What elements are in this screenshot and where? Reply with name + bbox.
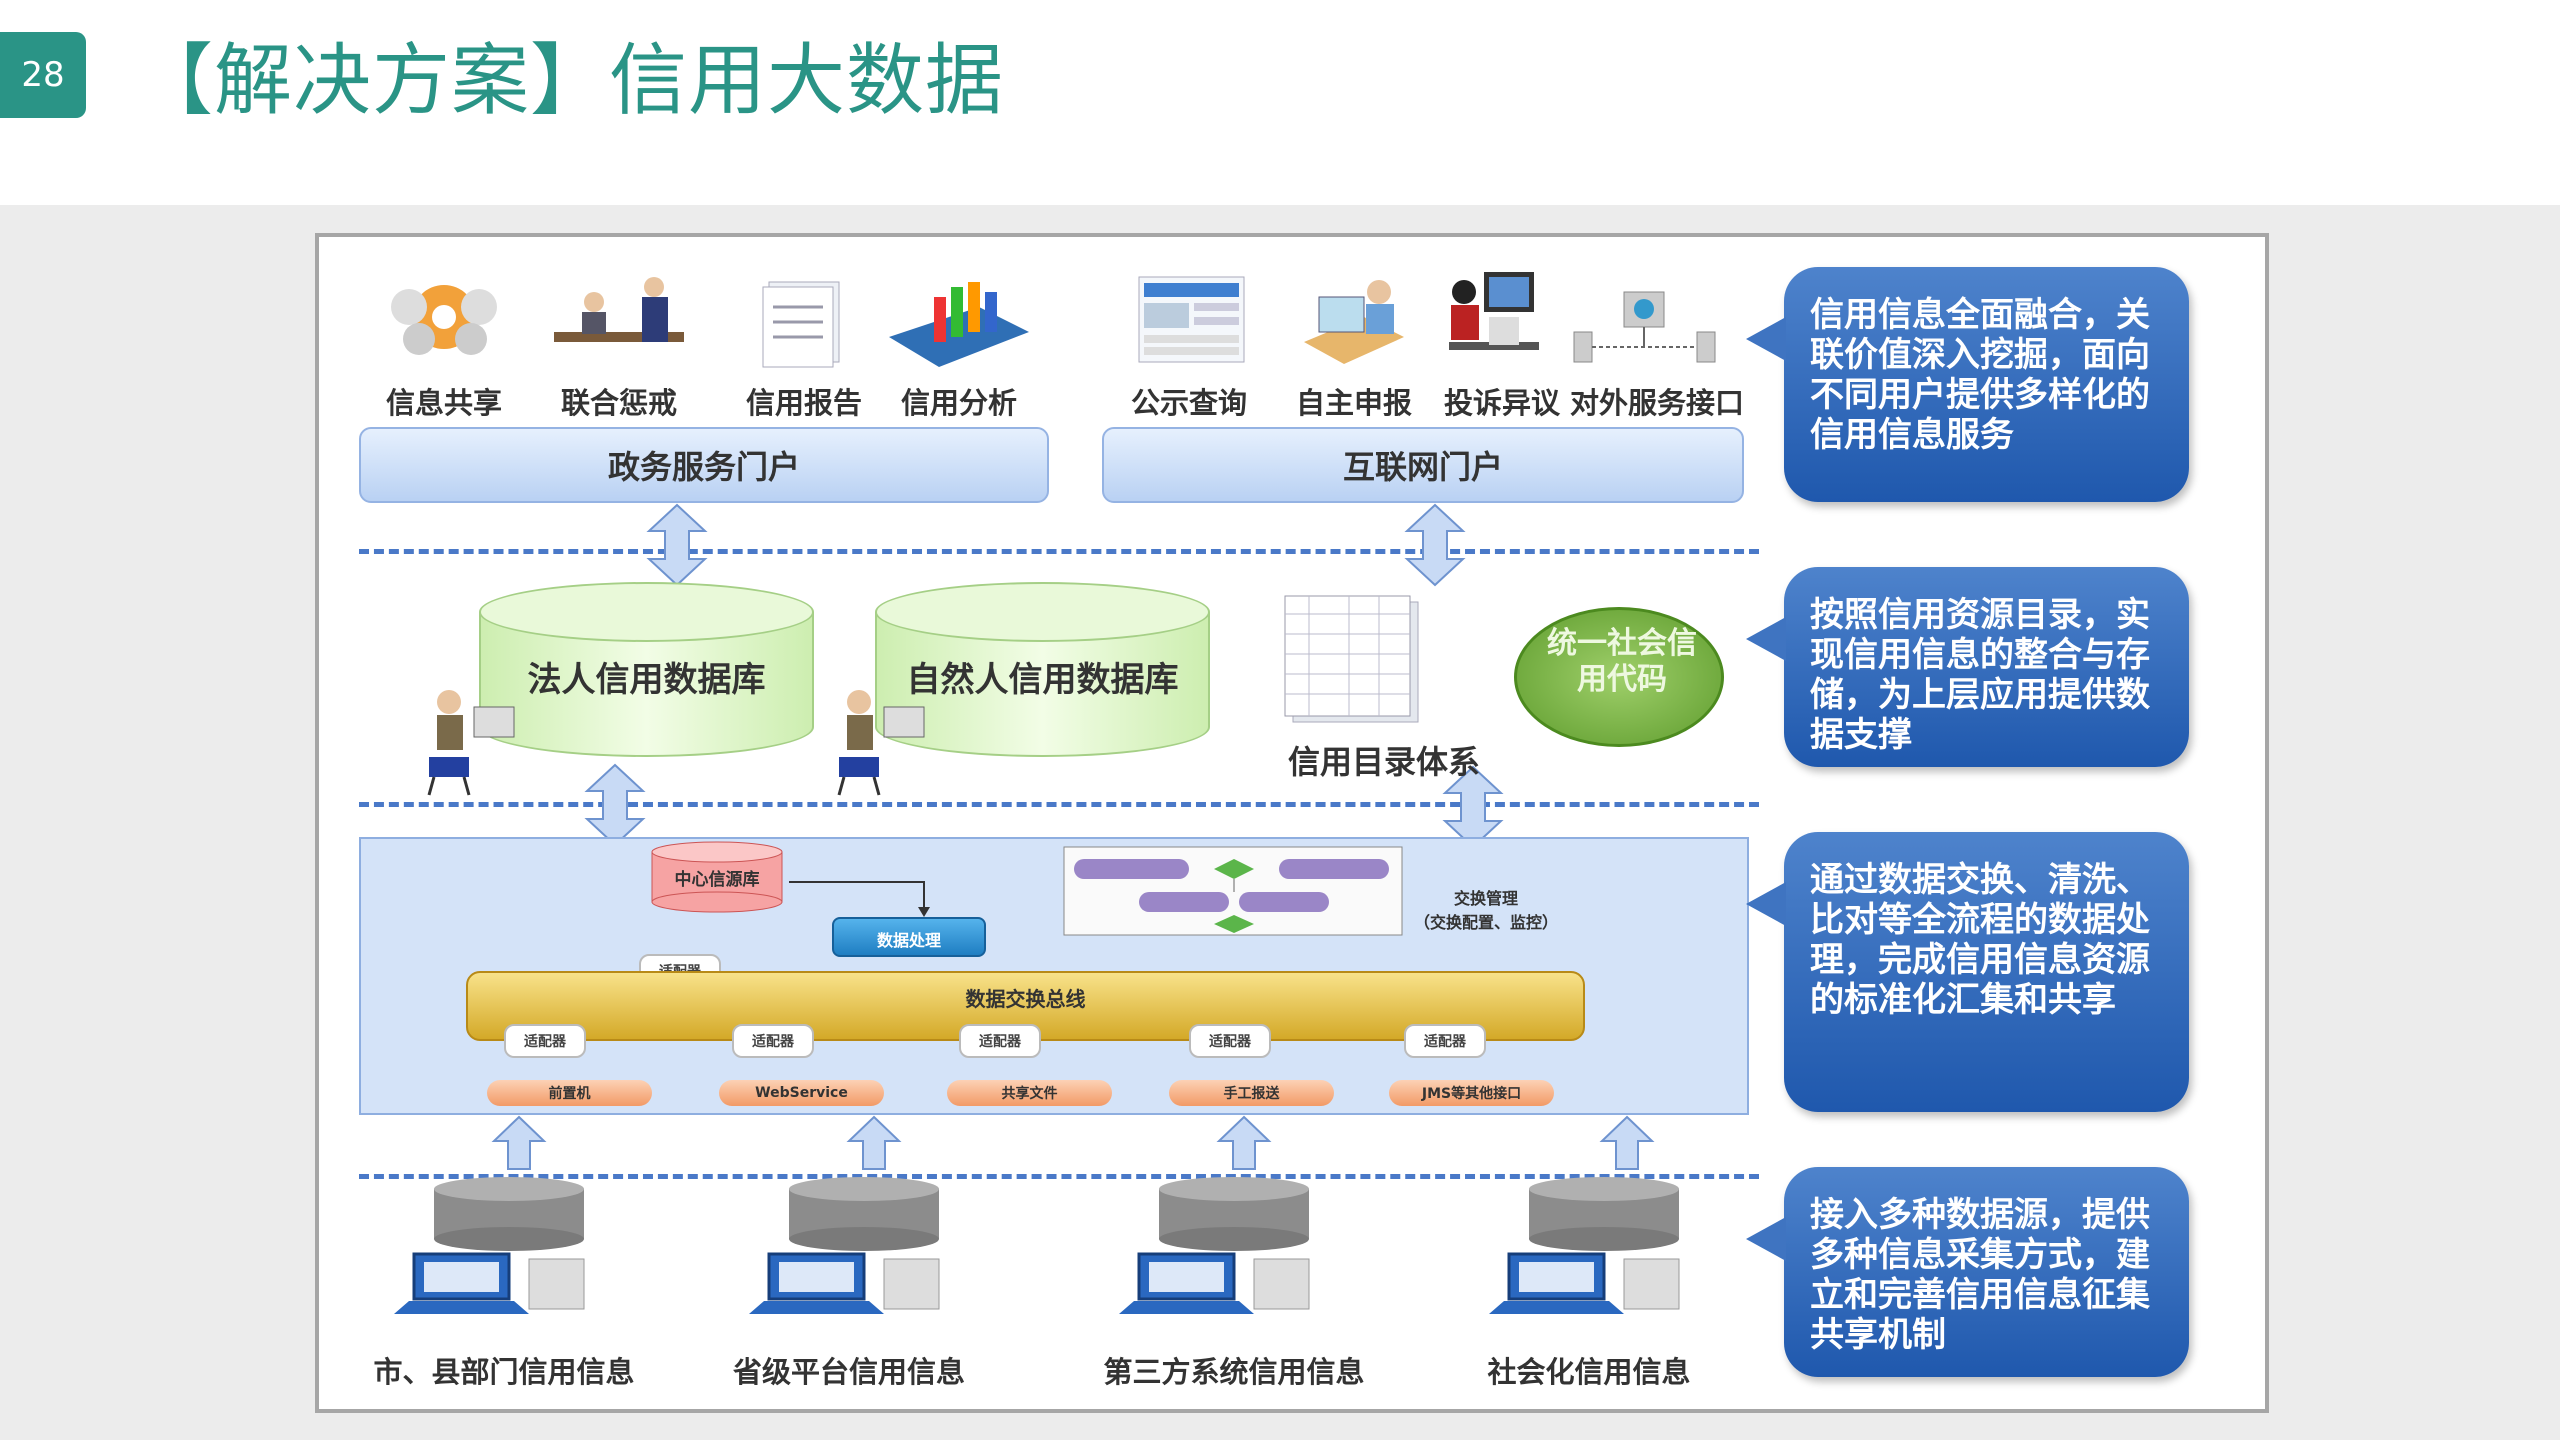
icon-label: 信用报告 <box>745 386 862 420</box>
web-page-icon <box>1138 276 1245 363</box>
bus-label: 数据交换总线 <box>965 987 1086 1011</box>
callout-storage-layer: 按照信用资源目录，实现信用信息的整合与存储，为上层应用提供数据支撑 <box>1746 567 2189 767</box>
layer-divider <box>359 1174 1759 1179</box>
center-database-icon <box>651 841 783 913</box>
user-laptop-icon <box>1304 280 1404 364</box>
source-interface: 共享文件 <box>947 1080 1112 1106</box>
database-label: 法人信用数据库 <box>527 660 766 700</box>
icon-label: 信息共享 <box>385 386 502 420</box>
bar-chart-3d-icon <box>889 282 1029 367</box>
source-label: 市、县部门信用信息 <box>373 1355 635 1389</box>
icon-label: 公示查询 <box>1130 386 1247 420</box>
operator-at-computer-icon <box>427 690 515 796</box>
network-interface-icon <box>1573 291 1716 363</box>
up-arrow-icon <box>1216 1115 1272 1170</box>
source-label: 社会化信用信息 <box>1487 1355 1691 1389</box>
up-arrow-icon <box>846 1115 902 1170</box>
exchange-management-flow <box>1063 846 1403 936</box>
double-arrow-icon <box>1404 503 1466 587</box>
gear-cluster-icon <box>391 285 497 355</box>
server-workstation-icon <box>394 1177 585 1314</box>
database-label: 自然人信用数据库 <box>906 660 1179 700</box>
double-arrow-icon <box>646 503 708 587</box>
data-processing-box: 数据处理 <box>832 917 986 957</box>
meeting-people-icon <box>554 277 684 342</box>
callout-exchange-layer: 通过数据交换、清洗、比对等全流程的数据处理，完成信用信息资源的标准化汇集和共享 <box>1746 832 2189 1112</box>
layer-divider <box>359 549 1759 554</box>
internet-portal: 互联网门户 <box>1102 427 1744 503</box>
catalog-label: 信用目录体系 <box>1287 743 1480 781</box>
source-interface: 前置机 <box>487 1080 652 1106</box>
exchange-management-sub: （交换配置、监控） <box>1414 913 1559 932</box>
adapter: 适配器 <box>504 1024 586 1058</box>
adapter: 适配器 <box>732 1024 814 1058</box>
layer-divider <box>359 802 1759 807</box>
page-number-badge: 28 <box>0 32 86 118</box>
source-interface: JMS等其他接口 <box>1389 1080 1554 1106</box>
up-arrow-icon <box>1599 1115 1655 1170</box>
operator-at-computer-icon <box>837 690 925 796</box>
center-db-label: 中心信源库 <box>674 870 760 890</box>
server-workstation-icon <box>1119 1177 1310 1314</box>
double-arrow-icon <box>584 763 646 847</box>
icon-label: 联合惩戒 <box>560 386 677 420</box>
icon-label: 信用分析 <box>900 386 1017 420</box>
icon-label: 对外服务接口 <box>1569 386 1744 420</box>
document-stack-icon <box>762 281 840 368</box>
source-label: 第三方系统信用信息 <box>1103 1355 1365 1389</box>
exchange-management-label: 交换管理 <box>1454 889 1519 908</box>
adapter: 适配器 <box>1189 1024 1271 1058</box>
legal-person-database: 法人信用数据库 <box>479 582 814 757</box>
source-label: 省级平台信用信息 <box>732 1355 965 1389</box>
gov-portal: 政务服务门户 <box>359 427 1049 503</box>
adapter: 适配器 <box>959 1024 1041 1058</box>
connector-arrow <box>789 881 930 917</box>
source-interface: 手工报送 <box>1169 1080 1334 1106</box>
source-interface: WebService <box>719 1080 884 1106</box>
spreadsheet-catalog-icon <box>1284 595 1419 723</box>
architecture-diagram: 信息共享 联合惩戒 信用报告 信用分析 公示查询 自主申报 投诉异议 <box>315 233 2269 1413</box>
natural-person-database: 自然人信用数据库 <box>875 582 1210 757</box>
credit-code-badge: 统一社会信用代码 <box>1514 607 1724 747</box>
people-computer-icon <box>1449 272 1539 350</box>
credit-code-label: 统一社会信用代码 <box>1547 626 1697 697</box>
server-workstation-icon <box>749 1177 940 1314</box>
data-processing-label: 数据处理 <box>876 931 941 950</box>
callout-service-layer: 信用信息全面融合，关联价值深入挖掘，面向不同用户提供多样化的信用信息服务 <box>1746 267 2189 502</box>
server-workstation-icon <box>1489 1177 1680 1314</box>
page-title: 【解决方案】信用大数据 <box>135 36 1005 126</box>
icon-label: 投诉异议 <box>1443 386 1560 420</box>
up-arrow-icon <box>491 1115 547 1170</box>
adapter: 适配器 <box>1404 1024 1486 1058</box>
callout-source-layer: 接入多种数据源，提供多种信息采集方式，建立和完善信用信息征集共享机制 <box>1746 1167 2189 1377</box>
icon-label: 自主申报 <box>1295 386 1412 420</box>
